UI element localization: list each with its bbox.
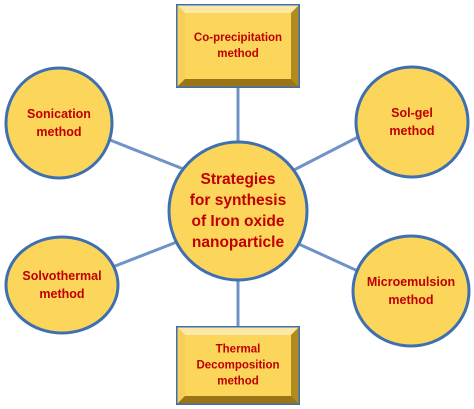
nodes-layer: Strategies for synthesis of Iron oxide nano… — [4, 4, 471, 405]
connector-solvothermal — [109, 238, 183, 270]
center-node: Strategies for synthesis of Iron oxide nano… — [167, 140, 309, 282]
bevel-left — [176, 4, 185, 88]
node-microemulsion-ellipse — [351, 234, 471, 348]
node-microemulsion-label-line: Microemulsion — [367, 275, 455, 289]
bevel-bottom — [176, 396, 300, 405]
bevel-left — [176, 326, 185, 405]
node-sonication-label-line: method — [36, 125, 81, 139]
bevel-face — [185, 335, 291, 396]
bevel-top — [176, 326, 300, 335]
node-thermal-decomposition-label-line: Thermal — [216, 344, 261, 356]
connector-sol-gel — [289, 133, 363, 174]
bevel-face — [185, 13, 291, 79]
connector-microemulsion — [289, 238, 361, 274]
node-co-precipitation: Co-precipitation method — [176, 4, 300, 88]
connector-sonication — [109, 138, 187, 172]
node-sonication: Sonication method — [4, 66, 114, 180]
node-solvothermal: Solvothermal method — [4, 235, 120, 335]
node-sol-gel-label-line: method — [389, 124, 434, 138]
bevel-outline — [176, 4, 300, 88]
bevel-top — [176, 4, 300, 13]
node-sonication-label-line: Sonication — [27, 107, 91, 121]
bevel-outline — [176, 326, 300, 405]
bevel-right — [291, 4, 300, 88]
node-microemulsion-label-line: method — [388, 293, 433, 307]
center-node-label-line: of Iron oxide — [192, 213, 285, 230]
node-thermal-decomposition-label-line: Decomposition — [196, 360, 279, 372]
center-circle — [167, 140, 309, 282]
node-co-precipitation-label-line: method — [217, 48, 259, 60]
node-solvothermal-label-line: method — [39, 287, 84, 301]
node-thermal-decomposition-label-line: method — [217, 376, 259, 388]
center-node-label-line: nanoparticle — [192, 234, 285, 251]
node-co-precipitation-label-line: Co-precipitation — [194, 32, 282, 44]
node-sol-gel-ellipse — [354, 65, 470, 179]
node-solvothermal-label-line: Solvothermal — [22, 269, 101, 283]
bevel-right — [291, 326, 300, 405]
node-solvothermal-ellipse — [4, 235, 120, 335]
center-node-label-line: for synthesis — [190, 192, 286, 209]
node-sol-gel-label-line: Sol-gel — [391, 106, 433, 120]
node-microemulsion: Microemulsion method — [351, 234, 471, 348]
node-sol-gel: Sol-gel method — [354, 65, 470, 179]
center-node-label-line: Strategies — [201, 171, 276, 188]
node-sonication-ellipse — [4, 66, 114, 180]
bevel-bottom — [176, 79, 300, 88]
